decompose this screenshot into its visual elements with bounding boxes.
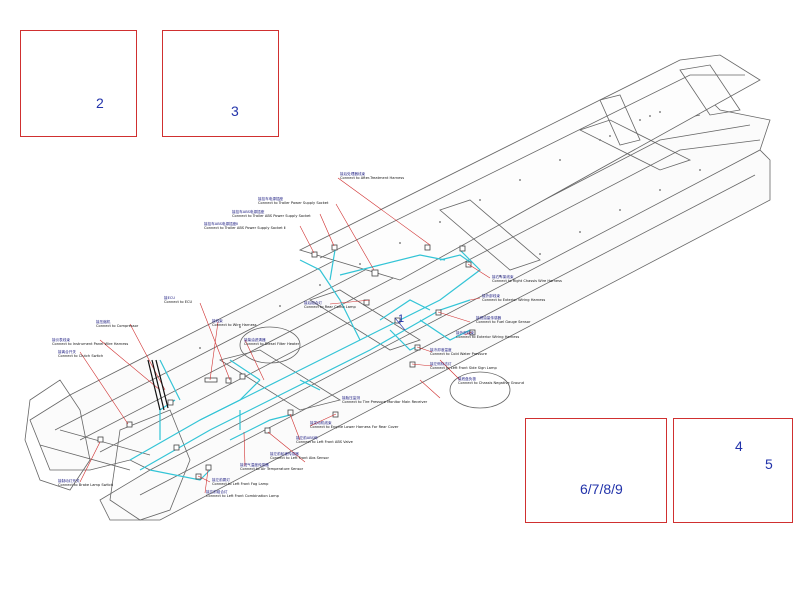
callout-cn: 接左前组合灯 <box>206 490 228 494</box>
callout-cn: 接外部线束 <box>482 294 500 298</box>
callout-en: Connect to Engine Lower Harness For Rear… <box>310 425 399 429</box>
callout-cn: 接压缩机 <box>96 320 111 324</box>
callout-en: Connect to Exterior Wiring Harness <box>456 335 520 339</box>
callout-en: Connect to Compressor <box>96 324 139 328</box>
callout-cn: 接燃油量传感器 <box>476 316 502 320</box>
chassis-frame <box>24 54 771 521</box>
callout-en: Connect to Left Front Combination Lamp <box>206 494 279 498</box>
callout-en: Connect to Tire Pressure Monitor Main Re… <box>342 400 428 404</box>
callout-en: Connect to Trailer Power Supply Socket <box>258 201 329 205</box>
callout-en: Connect to After-Treatment Harness <box>340 176 405 180</box>
callout-cn: 接柴油滤清器 <box>244 338 266 342</box>
inset-label-5: 5 <box>765 456 773 472</box>
callout-cn: 接左侧标志灯 <box>430 362 452 366</box>
callout-en: Connect to Left Front Fog Lamp <box>212 482 269 486</box>
callout-en: Connect to Exterior Wiring Harness <box>482 298 546 302</box>
callout-en: Connect to Diesel Filter Heater <box>244 342 300 346</box>
inset-label-4: 4 <box>735 438 743 454</box>
callout-en: Connect to Trailer ABS Power Supply Sock… <box>204 226 286 230</box>
inset-box-6789 <box>525 418 667 523</box>
leader-lines <box>79 177 491 494</box>
callout-en: Connect to Clutch Switch <box>58 354 104 358</box>
callout-en: Connect to Rear Comb Lamp <box>304 305 356 309</box>
callout-cn: 接制动灯开关 <box>58 479 80 483</box>
callout-cn: 接左前轮速传感器 <box>270 452 299 456</box>
callout-en: Connect to Trailer ABS Power Supply Sock… <box>232 214 311 218</box>
callout-en: Connect to Wire Harness <box>212 323 257 327</box>
callout-en: Connect to ECU <box>164 300 193 304</box>
callout-cn: 接ECU <box>164 296 176 300</box>
callout-en: Connect to Right Chassis Wire Harness <box>492 279 562 283</box>
callout-en: Connect to Left Front ABS Valve <box>296 440 353 444</box>
callout-cn: 接挂车ABS电源插座Ⅱ <box>204 222 239 226</box>
callout-cn: 接离合开关 <box>58 350 76 354</box>
main-part-label: 1 <box>398 313 405 325</box>
callout-en: Connect to Instrument Panel Wire Harness <box>52 342 129 346</box>
callout-cn: 接底盘负极 <box>458 377 476 381</box>
callout-en: Connect to Left Front Abs Sensor <box>270 456 329 460</box>
callout-cn: 接发动机线束 <box>310 421 332 425</box>
callout-en: Connect to Cold Water Pressure <box>430 352 487 356</box>
callout-cn: 接后组合灯 <box>304 301 322 305</box>
inset-box-2 <box>20 30 137 137</box>
callout-cn: 接左前雾灯 <box>212 478 230 482</box>
callout-cn: 接挂车电源插座 <box>258 197 284 201</box>
callout-en: Connect to Brake Lamp Switch <box>58 483 114 487</box>
inset-box-3 <box>162 30 279 137</box>
frame-rivets <box>199 111 701 349</box>
callout-en: Connect to Fuel Gauge Sensor <box>476 320 531 324</box>
inset-box-45 <box>673 418 793 523</box>
callout-cn: 接线束 <box>212 319 223 323</box>
callout-en: Connect to Air Temperature Sensor <box>240 467 304 471</box>
main-leader <box>394 317 406 331</box>
inset-label-6789: 6/7/8/9 <box>580 481 623 497</box>
callout-en: Connect to Chassis Negative Ground <box>458 381 524 385</box>
inset-label-3: 3 <box>231 103 239 119</box>
callout-en: Connect to Left Front Side Sign Lamp <box>430 366 497 370</box>
callout-cn: 接右车架线束 <box>492 275 514 279</box>
callout-cn: 接冷却液温度 <box>430 348 452 352</box>
callout-cn: 接后处理器线束 <box>340 172 366 176</box>
callout-cn: 接进气温度传感器 <box>240 463 269 467</box>
inset-label-2: 2 <box>96 95 104 111</box>
callout-cn: 接外部线束 <box>456 331 474 335</box>
callout-cn: 接胎压监测 <box>342 396 360 400</box>
pipes <box>147 359 169 411</box>
callout-cn: 接仪表线束 <box>52 338 70 342</box>
callout-cn: 接挂车ABS电源插座 <box>232 210 265 214</box>
callout-cn: 接左前ABS阀 <box>296 436 318 440</box>
